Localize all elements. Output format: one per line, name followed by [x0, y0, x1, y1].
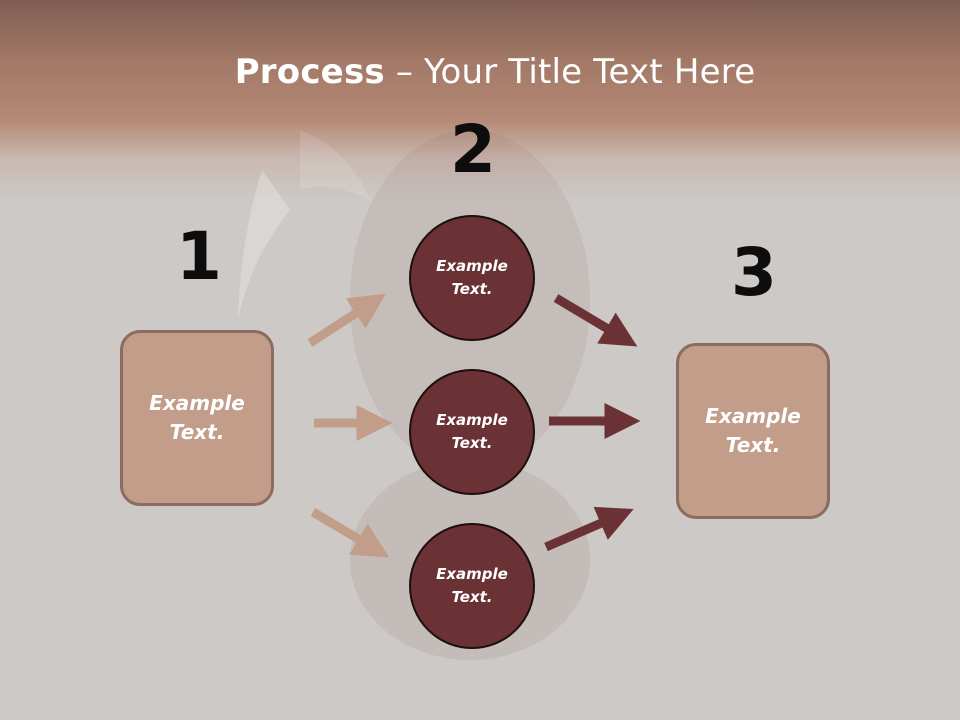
right-box-text: Example Text.: [705, 404, 801, 457]
header-band: [0, 0, 960, 200]
arrow-left-to-top: [307, 293, 386, 347]
circle-bottom: Example Text.: [409, 523, 535, 649]
step-number-3: 3: [731, 234, 777, 311]
title-rest: – Your Title Text Here: [384, 52, 756, 92]
left-box: Example Text.: [120, 330, 274, 506]
title-bold: Process: [234, 52, 385, 92]
circle-middle-text: Example Text.: [436, 411, 508, 452]
step-number-2: 2: [450, 111, 496, 188]
page-title: Process – Your Title Text Here: [0, 52, 960, 92]
step-number-1: 1: [176, 218, 222, 295]
left-box-text: Example Text.: [149, 391, 245, 444]
arrow-top-to-right: [553, 294, 638, 347]
arrow-bottom-to-right: [544, 506, 634, 552]
arrow-left-to-bottom: [310, 508, 390, 558]
right-box: Example Text.: [676, 343, 830, 519]
circle-bottom-text: Example Text.: [436, 565, 508, 606]
circle-top: Example Text.: [409, 215, 535, 341]
circle-top-text: Example Text.: [436, 257, 508, 298]
circle-middle: Example Text.: [409, 369, 535, 495]
